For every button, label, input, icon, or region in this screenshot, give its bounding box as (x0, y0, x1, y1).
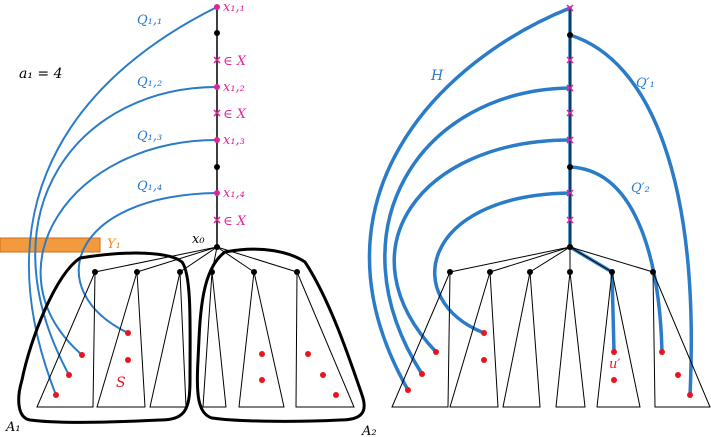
right-child-nodes (447, 269, 656, 275)
label-x14: x₁,₄ (223, 186, 245, 201)
region-a1-outline (17, 251, 192, 424)
node-x11 (214, 4, 220, 10)
label-q11: Q₁,₁ (137, 13, 162, 28)
right-x-crosses (566, 4, 574, 224)
cross-mark (213, 56, 221, 64)
cross-mark (213, 109, 221, 117)
path-to-u-prime (568, 245, 616, 354)
left-child-nodes (92, 269, 300, 275)
label-in-x-2: ∈ X (223, 107, 247, 122)
spine-node (214, 30, 220, 36)
label-u-prime: u′ (609, 357, 620, 372)
label-h: H (430, 68, 444, 84)
right-tree-edges (449, 246, 654, 273)
label-a1: a₁ = 4 (19, 66, 63, 82)
right-red-dots (405, 330, 693, 398)
label-q14: Q₁,₄ (137, 179, 162, 194)
label-x0: x₀ (192, 232, 205, 247)
label-x11: x₁,₁ (223, 0, 245, 15)
path-inner-2 (392, 138, 572, 354)
path-inner-1 (383, 86, 572, 376)
label-y1: Y₁ (107, 237, 121, 252)
subtree-triangle (149, 271, 187, 408)
left-labels: a₁ = 4 Q₁,₁ Q₁,₂ Q₁,₃ Q₁,₄ x₁,₁ x₁,₂ x₁,… (5, 0, 377, 437)
subtree-triangle (295, 271, 355, 408)
path-inner-3 (433, 191, 572, 335)
subtree-triangle (96, 271, 146, 408)
subtree-triangle (238, 271, 285, 408)
left-figure: a₁ = 4 Q₁,₁ Q₁,₂ Q₁,₃ Q₁,₄ x₁,₁ x₁,₂ x₁,… (0, 0, 377, 437)
label-in-x-1: ∈ X (223, 54, 247, 69)
subtree-triangle (202, 271, 227, 408)
label-q2-prime: Q′₂ (631, 181, 650, 196)
left-subtrees (36, 271, 355, 408)
label-x13: x₁,₃ (223, 133, 245, 148)
region-a2-outline (195, 247, 366, 423)
path-q14 (77, 192, 218, 334)
path-q2-prime (568, 165, 664, 354)
label-a2-region: A₂ (361, 424, 377, 437)
path-q1-prime (568, 33, 694, 397)
spine-node (214, 164, 220, 170)
right-blue-paths (367, 6, 694, 397)
right-labels: H Q′₁ Q′₂ u′ (430, 68, 655, 372)
node-x14 (214, 190, 220, 196)
node-x13 (214, 137, 220, 143)
path-q11 (28, 6, 218, 396)
node-x12 (214, 84, 220, 90)
label-in-x-3: ∈ X (223, 214, 247, 229)
left-red-dots (53, 330, 339, 398)
left-x-crosses (213, 56, 221, 224)
path-q13 (39, 139, 218, 356)
cross-mark (213, 216, 221, 224)
label-q12: Q₁,₂ (137, 75, 162, 90)
subtree-triangle (36, 271, 96, 408)
left-blue-paths (28, 6, 218, 396)
left-x-nodes (214, 4, 220, 196)
right-subtrees (391, 271, 711, 408)
right-figure: H Q′₁ Q′₂ u′ (367, 4, 711, 408)
path-q12 (34, 86, 218, 376)
path-h (367, 6, 572, 392)
label-x12: x₁,₂ (223, 80, 245, 95)
label-a1-region: A₁ (5, 420, 21, 435)
y1-region (0, 237, 101, 253)
label-q1-prime: Q′₁ (636, 76, 655, 91)
label-s: S (116, 375, 126, 391)
label-q13: Q₁,₃ (137, 129, 162, 144)
